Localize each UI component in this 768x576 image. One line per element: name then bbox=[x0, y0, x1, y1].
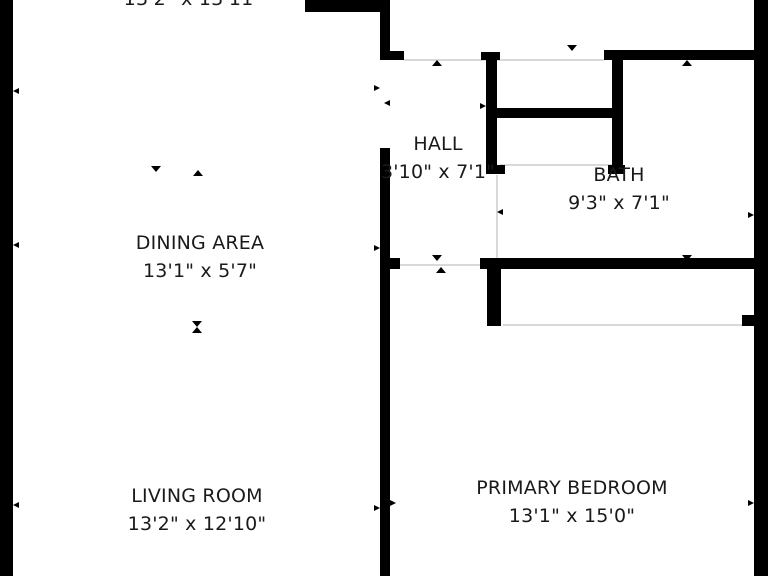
wall-right-exterior bbox=[754, 0, 768, 576]
room-dims-primary-bedroom: 13'1" x 15'0" bbox=[508, 505, 636, 527]
dimension-markers bbox=[13, 45, 754, 511]
wall-hall-right-foot bbox=[486, 165, 505, 174]
room-label-primary-bedroom: PRIMARY BEDROOM 13'1" x 15'0" bbox=[476, 474, 667, 530]
wall-hall-top-left bbox=[380, 51, 404, 60]
room-name-living-room: LIVING ROOM bbox=[131, 485, 263, 507]
room-dims-top: 13'2" x 13'11" bbox=[124, 0, 263, 13]
room-name-primary-bedroom: PRIMARY BEDROOM bbox=[476, 477, 668, 499]
room-label-dining-area: DINING AREA 13'1" x 5'7" bbox=[136, 229, 264, 285]
wall-left-exterior bbox=[0, 0, 13, 576]
room-name-dining-area: DINING AREA bbox=[135, 232, 265, 254]
wall-living-bedroom-divider bbox=[380, 148, 390, 576]
wall-closet-divider bbox=[497, 108, 615, 118]
room-dims-bath: 9'3" x 7'1" bbox=[568, 192, 670, 214]
room-name-hall: HALL bbox=[413, 133, 463, 155]
wall-closet-right bbox=[612, 52, 623, 174]
room-label-hall: HALL 3'10" x 7'1" bbox=[381, 130, 495, 186]
wall-closet-left bbox=[487, 262, 501, 326]
wall-bath-bottom bbox=[488, 258, 756, 269]
wall-hall-top-right bbox=[604, 50, 756, 60]
room-label-bath: BATH 9'3" x 7'1" bbox=[568, 161, 670, 217]
wall-closet-right-foot bbox=[608, 165, 625, 174]
room-label-top: 13'2" x 13'11" bbox=[124, 0, 263, 13]
wall-hall-right bbox=[486, 52, 497, 174]
wall-hall-right-cap bbox=[481, 52, 500, 60]
room-name-bath: BATH bbox=[593, 164, 645, 186]
wall-top-stub bbox=[305, 0, 385, 12]
wall-closet-right-stub bbox=[742, 315, 756, 326]
room-dims-hall: 3'10" x 7'1" bbox=[380, 161, 496, 183]
wall-hall-left-upper bbox=[380, 0, 390, 60]
room-dims-living-room: 13'2" x 12'10" bbox=[127, 513, 267, 535]
room-dims-dining-area: 13'1" x 5'7" bbox=[142, 260, 258, 282]
room-label-living-room: LIVING ROOM 13'2" x 12'10" bbox=[128, 482, 267, 538]
